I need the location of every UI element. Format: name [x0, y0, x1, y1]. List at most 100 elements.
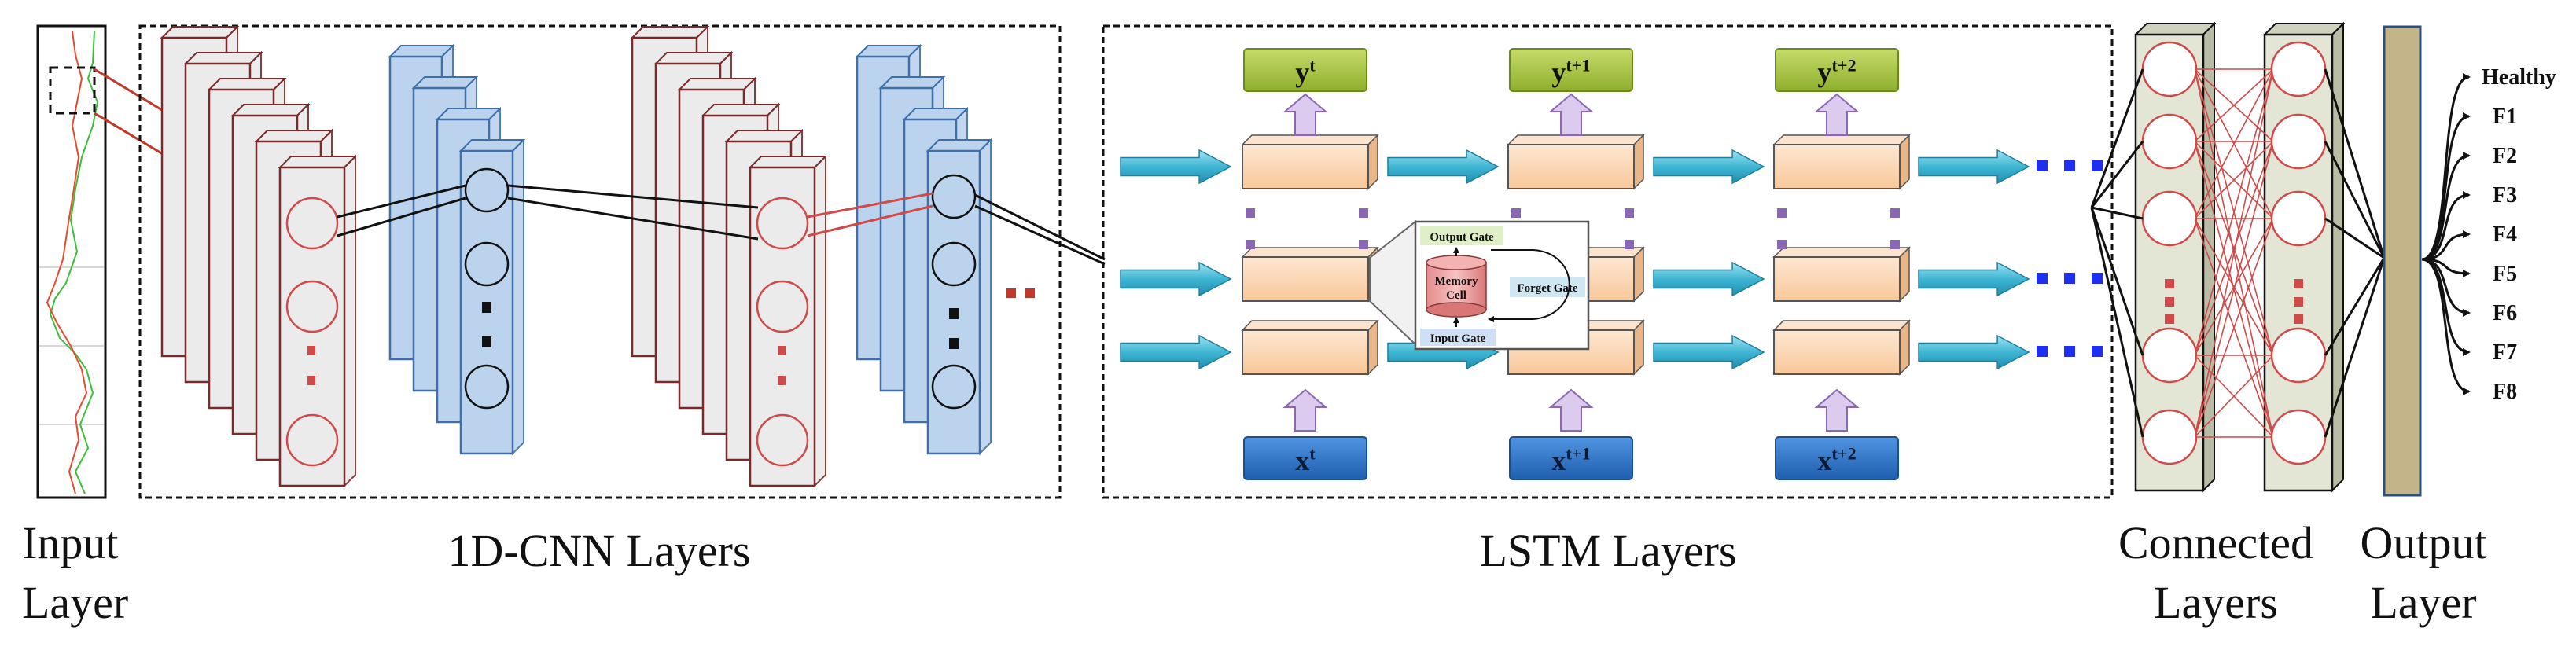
lstm-ellipsis	[1359, 208, 1368, 218]
cnn-connections	[337, 184, 1106, 266]
fan-out-line	[2324, 68, 2386, 259]
dense-edge	[2194, 141, 2274, 438]
output-box	[1509, 48, 1633, 92]
class-arrow	[2421, 73, 2471, 261]
layer-top-face	[278, 156, 358, 168]
dense-node	[2141, 113, 2198, 170]
lstm-cell	[1242, 144, 1369, 189]
conv-node	[285, 280, 339, 333]
layer-top-face	[653, 52, 734, 64]
layer-side-face	[979, 138, 992, 456]
conv-node	[285, 413, 339, 467]
up-arrow	[1548, 93, 1594, 136]
input-layer	[36, 24, 107, 499]
flow-arrow	[1387, 149, 1500, 185]
continuation-dot	[2092, 346, 2103, 357]
continuation-dot	[2037, 346, 2048, 357]
class-label-f7: F7	[2493, 340, 2517, 365]
class-arrow	[2421, 258, 2471, 395]
layer-top-face	[160, 26, 240, 39]
caption-output-line1: Output	[2360, 517, 2486, 568]
dense-node	[2270, 190, 2327, 247]
up-arrow	[1548, 388, 1594, 432]
lstm-ellipsis	[1246, 208, 1255, 218]
output-gate-bg	[1420, 226, 1503, 245]
lstm-cell	[1773, 329, 1901, 375]
class-label-f3: F3	[2493, 183, 2517, 208]
lstm-cell-top	[1241, 320, 1379, 331]
layer-top-face	[748, 156, 828, 168]
continuation-dot	[2064, 160, 2075, 171]
lstm-cell	[1242, 256, 1369, 302]
output-box	[1775, 48, 1899, 92]
connection-line	[974, 193, 1106, 261]
fan-in-line	[2090, 207, 2144, 438]
lstm-ellipsis	[1625, 240, 1634, 249]
lstm-cell-side	[1633, 246, 1644, 303]
memory-cell-bottom	[1426, 302, 1487, 318]
class-arrow	[2421, 152, 2471, 261]
forget-gate-label: Forget Gate	[1517, 282, 1577, 295]
lstm-ellipsis	[1890, 240, 1900, 249]
conv-node	[285, 197, 339, 250]
layer-side-face	[814, 154, 826, 488]
conv-ellipsis	[778, 376, 786, 385]
conv-node	[756, 413, 809, 467]
up-arrow	[1282, 388, 1328, 432]
layer-top-face	[254, 130, 334, 142]
conv-ellipsis	[307, 346, 315, 355]
dense-node	[2270, 409, 2327, 465]
connection-line	[507, 184, 759, 209]
conv-ellipsis	[778, 346, 786, 355]
caption-input-line1: Input	[22, 517, 118, 568]
class-arrow	[2421, 230, 2471, 261]
dense-edge	[2194, 68, 2274, 356]
forget-loop	[1533, 249, 1570, 320]
continuation-dot	[2037, 160, 2048, 171]
dense-edge	[2194, 68, 2274, 438]
forget-gate-bg	[1510, 277, 1585, 297]
lstm-cell-top	[1772, 247, 1911, 258]
lstm-cell-top	[1772, 134, 1911, 145]
flow-arrow	[1918, 334, 2030, 370]
lstm-panel	[1102, 24, 2114, 499]
dense-edge	[2194, 355, 2274, 438]
pool-node	[931, 174, 977, 219]
connected-layers	[2090, 21, 2386, 493]
cnn-panel	[138, 24, 1062, 499]
lstm-cell-top	[1241, 247, 1379, 258]
dense-edge	[2194, 218, 2274, 438]
lstm-cell	[1773, 144, 1901, 189]
input-label: xt	[1295, 443, 1316, 476]
lstm-ellipsis	[1246, 240, 1255, 249]
pool-node	[464, 167, 510, 213]
layer-top-face	[183, 52, 263, 64]
dense-layer-1-top	[2133, 23, 2217, 35]
flow-arrow	[1120, 334, 1232, 370]
dense-node	[2270, 41, 2327, 97]
lstm-cell	[1773, 256, 1901, 302]
class-label-f5: F5	[2493, 262, 2517, 286]
output-label: yt	[1295, 55, 1316, 88]
output-bar	[2383, 25, 2422, 497]
class-arrow	[2421, 112, 2471, 261]
up-arrow	[1282, 93, 1328, 136]
lstm-cell-side	[1633, 319, 1644, 376]
memory-cell-label: Memory	[1435, 275, 1478, 288]
connection-line	[974, 204, 1106, 266]
dense-edge	[2194, 141, 2274, 356]
input-signal-plot	[39, 31, 104, 494]
connection-line	[337, 184, 466, 219]
dense-ellipsis	[2165, 279, 2174, 288]
fan-out-line	[2324, 217, 2385, 259]
fan-in-line	[2090, 141, 2144, 208]
layer-side-face	[344, 154, 356, 488]
output-box	[1243, 48, 1367, 92]
flow-arrow	[1120, 261, 1232, 297]
lstm-cell-side	[1367, 134, 1378, 190]
layer-top-face	[701, 104, 781, 116]
captions: Input Layer 1D-CNN Layers LSTM Layers Co…	[22, 517, 2487, 628]
